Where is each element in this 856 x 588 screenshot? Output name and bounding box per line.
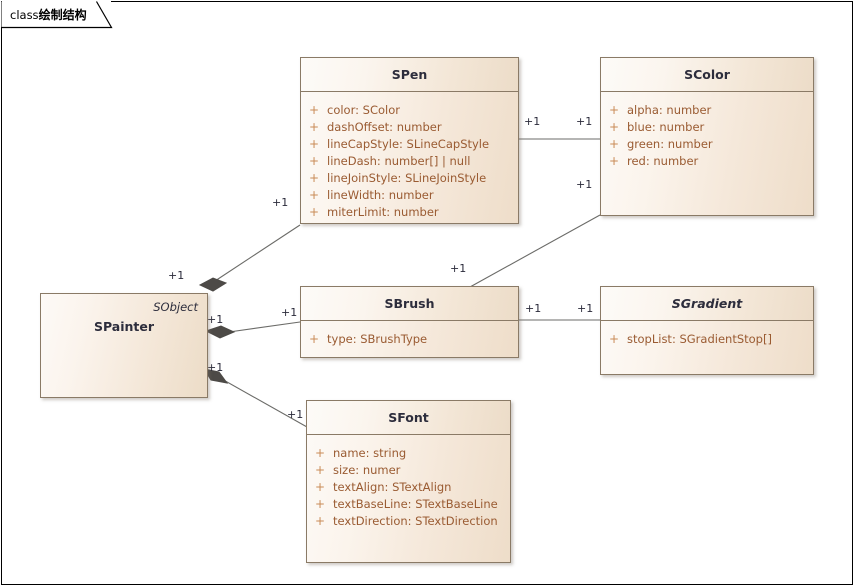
class-name-scolor: SColor [601, 58, 813, 92]
attributes-sfont: + name: string + size: numer + textAlign… [307, 435, 510, 535]
attribute-row: + type: SBrushType [301, 330, 518, 347]
diagram-keyword: class [10, 8, 39, 22]
visibility-marker: + [314, 513, 326, 528]
multiplicity-brush-gradient-left: +1 [525, 302, 542, 315]
attribute-signature: textBaseLine: STextBaseLine [333, 496, 498, 511]
multiplicity-brush-color-bottom: +1 [450, 262, 467, 275]
diagram-title: 绘制结构 [38, 8, 87, 22]
attribute-row: + color: SColor [301, 101, 518, 118]
attributes-spen: + color: SColor + dashOffset: number + l… [301, 92, 518, 226]
stereotype-label-spainter: SObject [153, 300, 198, 314]
visibility-marker: + [308, 102, 320, 117]
attribute-signature: red: number [627, 153, 699, 168]
class-box-spen[interactable]: SPen + color: SColor + dashOffset: numbe… [300, 57, 519, 224]
attribute-signature: miterLimit: number [327, 204, 439, 219]
multiplicity-painter-pen-far: +1 [272, 196, 289, 209]
attribute-signature: textDirection: STextDirection [333, 513, 498, 528]
attribute-row: + stopList: SGradientStop[] [601, 330, 813, 347]
attribute-signature: textAlign: STextAlign [333, 479, 452, 494]
attributes-sgradient: + stopList: SGradientStop[] [601, 321, 813, 353]
multiplicity-pen-color-right: +1 [576, 115, 593, 128]
attribute-signature: type: SBrushType [327, 331, 428, 346]
attribute-row: + textDirection: STextDirection [307, 512, 510, 529]
attribute-signature: name: string [333, 445, 407, 460]
multiplicity-painter-font-far: +1 [287, 408, 304, 421]
visibility-marker: + [308, 170, 320, 185]
attribute-row: + lineJoinStyle: SLineJoinStyle [301, 169, 518, 186]
visibility-marker: + [608, 119, 620, 134]
attribute-row: + lineCapStyle: SLineCapStyle [301, 135, 518, 152]
visibility-marker: + [314, 496, 326, 511]
multiplicity-pen-color-left: +1 [524, 115, 541, 128]
multiplicity-brush-gradient-right: +1 [577, 302, 594, 315]
visibility-marker: + [308, 153, 320, 168]
diagram-name-label: class绘制结构 [10, 6, 87, 23]
attribute-row: + miterLimit: number [301, 203, 518, 220]
attribute-signature: lineCapStyle: SLineCapStyle [327, 136, 490, 151]
visibility-marker: + [308, 119, 320, 134]
multiplicity-brush-color-top: +1 [576, 178, 593, 191]
attributes-scolor: + alpha: number + blue: number + green: … [601, 92, 813, 175]
visibility-marker: + [308, 136, 320, 151]
class-box-sgradient[interactable]: SGradient + stopList: SGradientStop[] [600, 286, 814, 375]
attributes-sbrush: + type: SBrushType [301, 321, 518, 353]
visibility-marker: + [308, 187, 320, 202]
attribute-row: + lineDash: number[] | null [301, 152, 518, 169]
attribute-row: + size: numer [307, 461, 510, 478]
multiplicity-painter-pen-near: +1 [168, 269, 185, 282]
multiplicity-painter-brush-near: +1 [207, 313, 224, 326]
class-name-sfont: SFont [307, 401, 510, 435]
class-box-scolor[interactable]: SColor + alpha: number + blue: number + … [600, 57, 814, 216]
attribute-signature: stopList: SGradientStop[] [627, 331, 772, 346]
attribute-row: + dashOffset: number [301, 118, 518, 135]
class-box-sbrush[interactable]: SBrush + type: SBrushType [300, 286, 519, 358]
visibility-marker: + [608, 102, 620, 117]
attribute-row: + textBaseLine: STextBaseLine [307, 495, 510, 512]
visibility-marker: + [608, 153, 620, 168]
attribute-row: + green: number [601, 135, 813, 152]
visibility-marker: + [308, 331, 320, 346]
visibility-marker: + [314, 479, 326, 494]
attribute-signature: alpha: number [627, 102, 712, 117]
attribute-signature: color: SColor [327, 102, 400, 117]
attribute-row: + alpha: number [601, 101, 813, 118]
class-name-spen: SPen [301, 58, 518, 92]
visibility-marker: + [314, 462, 326, 477]
visibility-marker: + [608, 136, 620, 151]
attribute-row: + textAlign: STextAlign [307, 478, 510, 495]
attribute-signature: lineJoinStyle: SLineJoinStyle [327, 170, 487, 185]
class-box-sfont[interactable]: SFont + name: string + size: numer + tex… [306, 400, 511, 563]
attribute-signature: blue: number [627, 119, 705, 134]
attribute-signature: dashOffset: number [327, 119, 442, 134]
class-box-spainter[interactable]: SObject SPainter [40, 293, 208, 398]
class-name-spainter: SPainter [93, 319, 155, 334]
class-name-sbrush: SBrush [301, 287, 518, 321]
visibility-marker: + [608, 331, 620, 346]
attribute-signature: green: number [627, 136, 713, 151]
class-name-sgradient: SGradient [601, 287, 813, 321]
attribute-signature: lineDash: number[] | null [327, 153, 471, 168]
diagram-name-tab: class绘制结构 [1, 1, 113, 29]
attribute-signature: size: numer [333, 462, 401, 477]
multiplicity-painter-font-near: +1 [207, 361, 224, 374]
attribute-row: + red: number [601, 152, 813, 169]
multiplicity-painter-brush-far: +1 [281, 306, 298, 319]
attribute-row: + lineWidth: number [301, 186, 518, 203]
attribute-signature: lineWidth: number [327, 187, 434, 202]
diagram-frame-top-edge [111, 1, 853, 2]
visibility-marker: + [308, 204, 320, 219]
attribute-row: + name: string [307, 444, 510, 461]
visibility-marker: + [314, 445, 326, 460]
attribute-row: + blue: number [601, 118, 813, 135]
